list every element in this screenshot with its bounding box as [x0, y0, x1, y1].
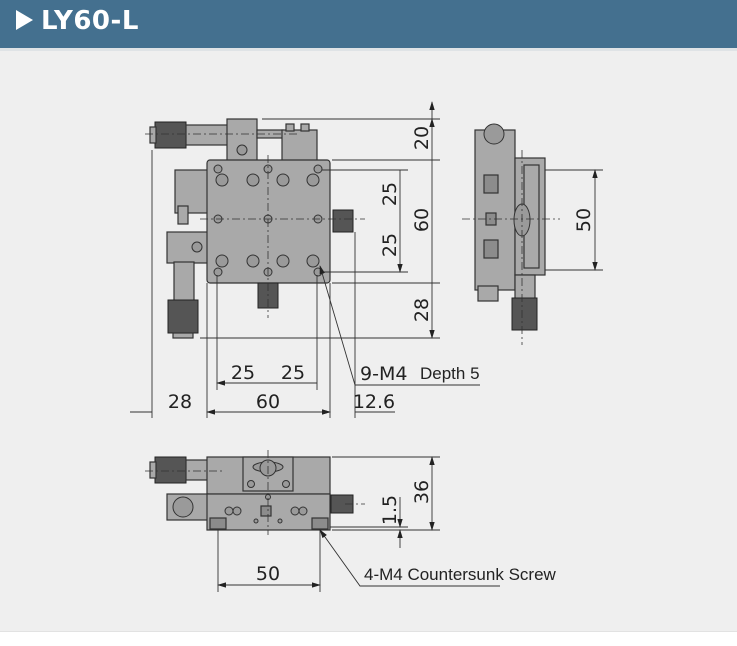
- front-view: 36 1.5 50 4-M4 Countersunk Screw: [145, 450, 557, 592]
- dim-upper-25: 25: [379, 182, 401, 206]
- dim-lower-25: 25: [379, 233, 401, 257]
- page-title: LY60-L: [16, 6, 139, 36]
- dim-top-20: 20: [411, 126, 433, 150]
- screw-label: 4-M4 Countersunk Screw: [364, 565, 557, 584]
- footer-strip: [0, 631, 737, 646]
- dim-left-28: 28: [168, 391, 192, 413]
- title-text: LY60-L: [41, 6, 139, 36]
- dim-overall-60: 60: [411, 208, 433, 232]
- hole-depth-label: Depth 5: [420, 364, 480, 383]
- dim-pitch-50: 50: [256, 563, 280, 585]
- header-bar: LY60-L: [0, 0, 737, 51]
- dim-width-60: 60: [256, 391, 280, 413]
- dim-right-12-6: 12.6: [353, 391, 395, 413]
- top-view: 20 25 60 25 28 25 25 60 28 12.6 9-M4 Dep…: [130, 102, 480, 418]
- dim-offset-1-5: 1.5: [379, 495, 401, 525]
- dim-right-25: 25: [281, 362, 305, 384]
- dim-bottom-28: 28: [411, 298, 433, 322]
- dim-side-50: 50: [573, 208, 595, 232]
- hole-label: 9-M4: [360, 363, 407, 385]
- dim-height-36: 36: [411, 480, 433, 504]
- triangle-right-icon: [16, 10, 33, 30]
- side-view: 50: [462, 123, 603, 345]
- dim-left-25: 25: [231, 362, 255, 384]
